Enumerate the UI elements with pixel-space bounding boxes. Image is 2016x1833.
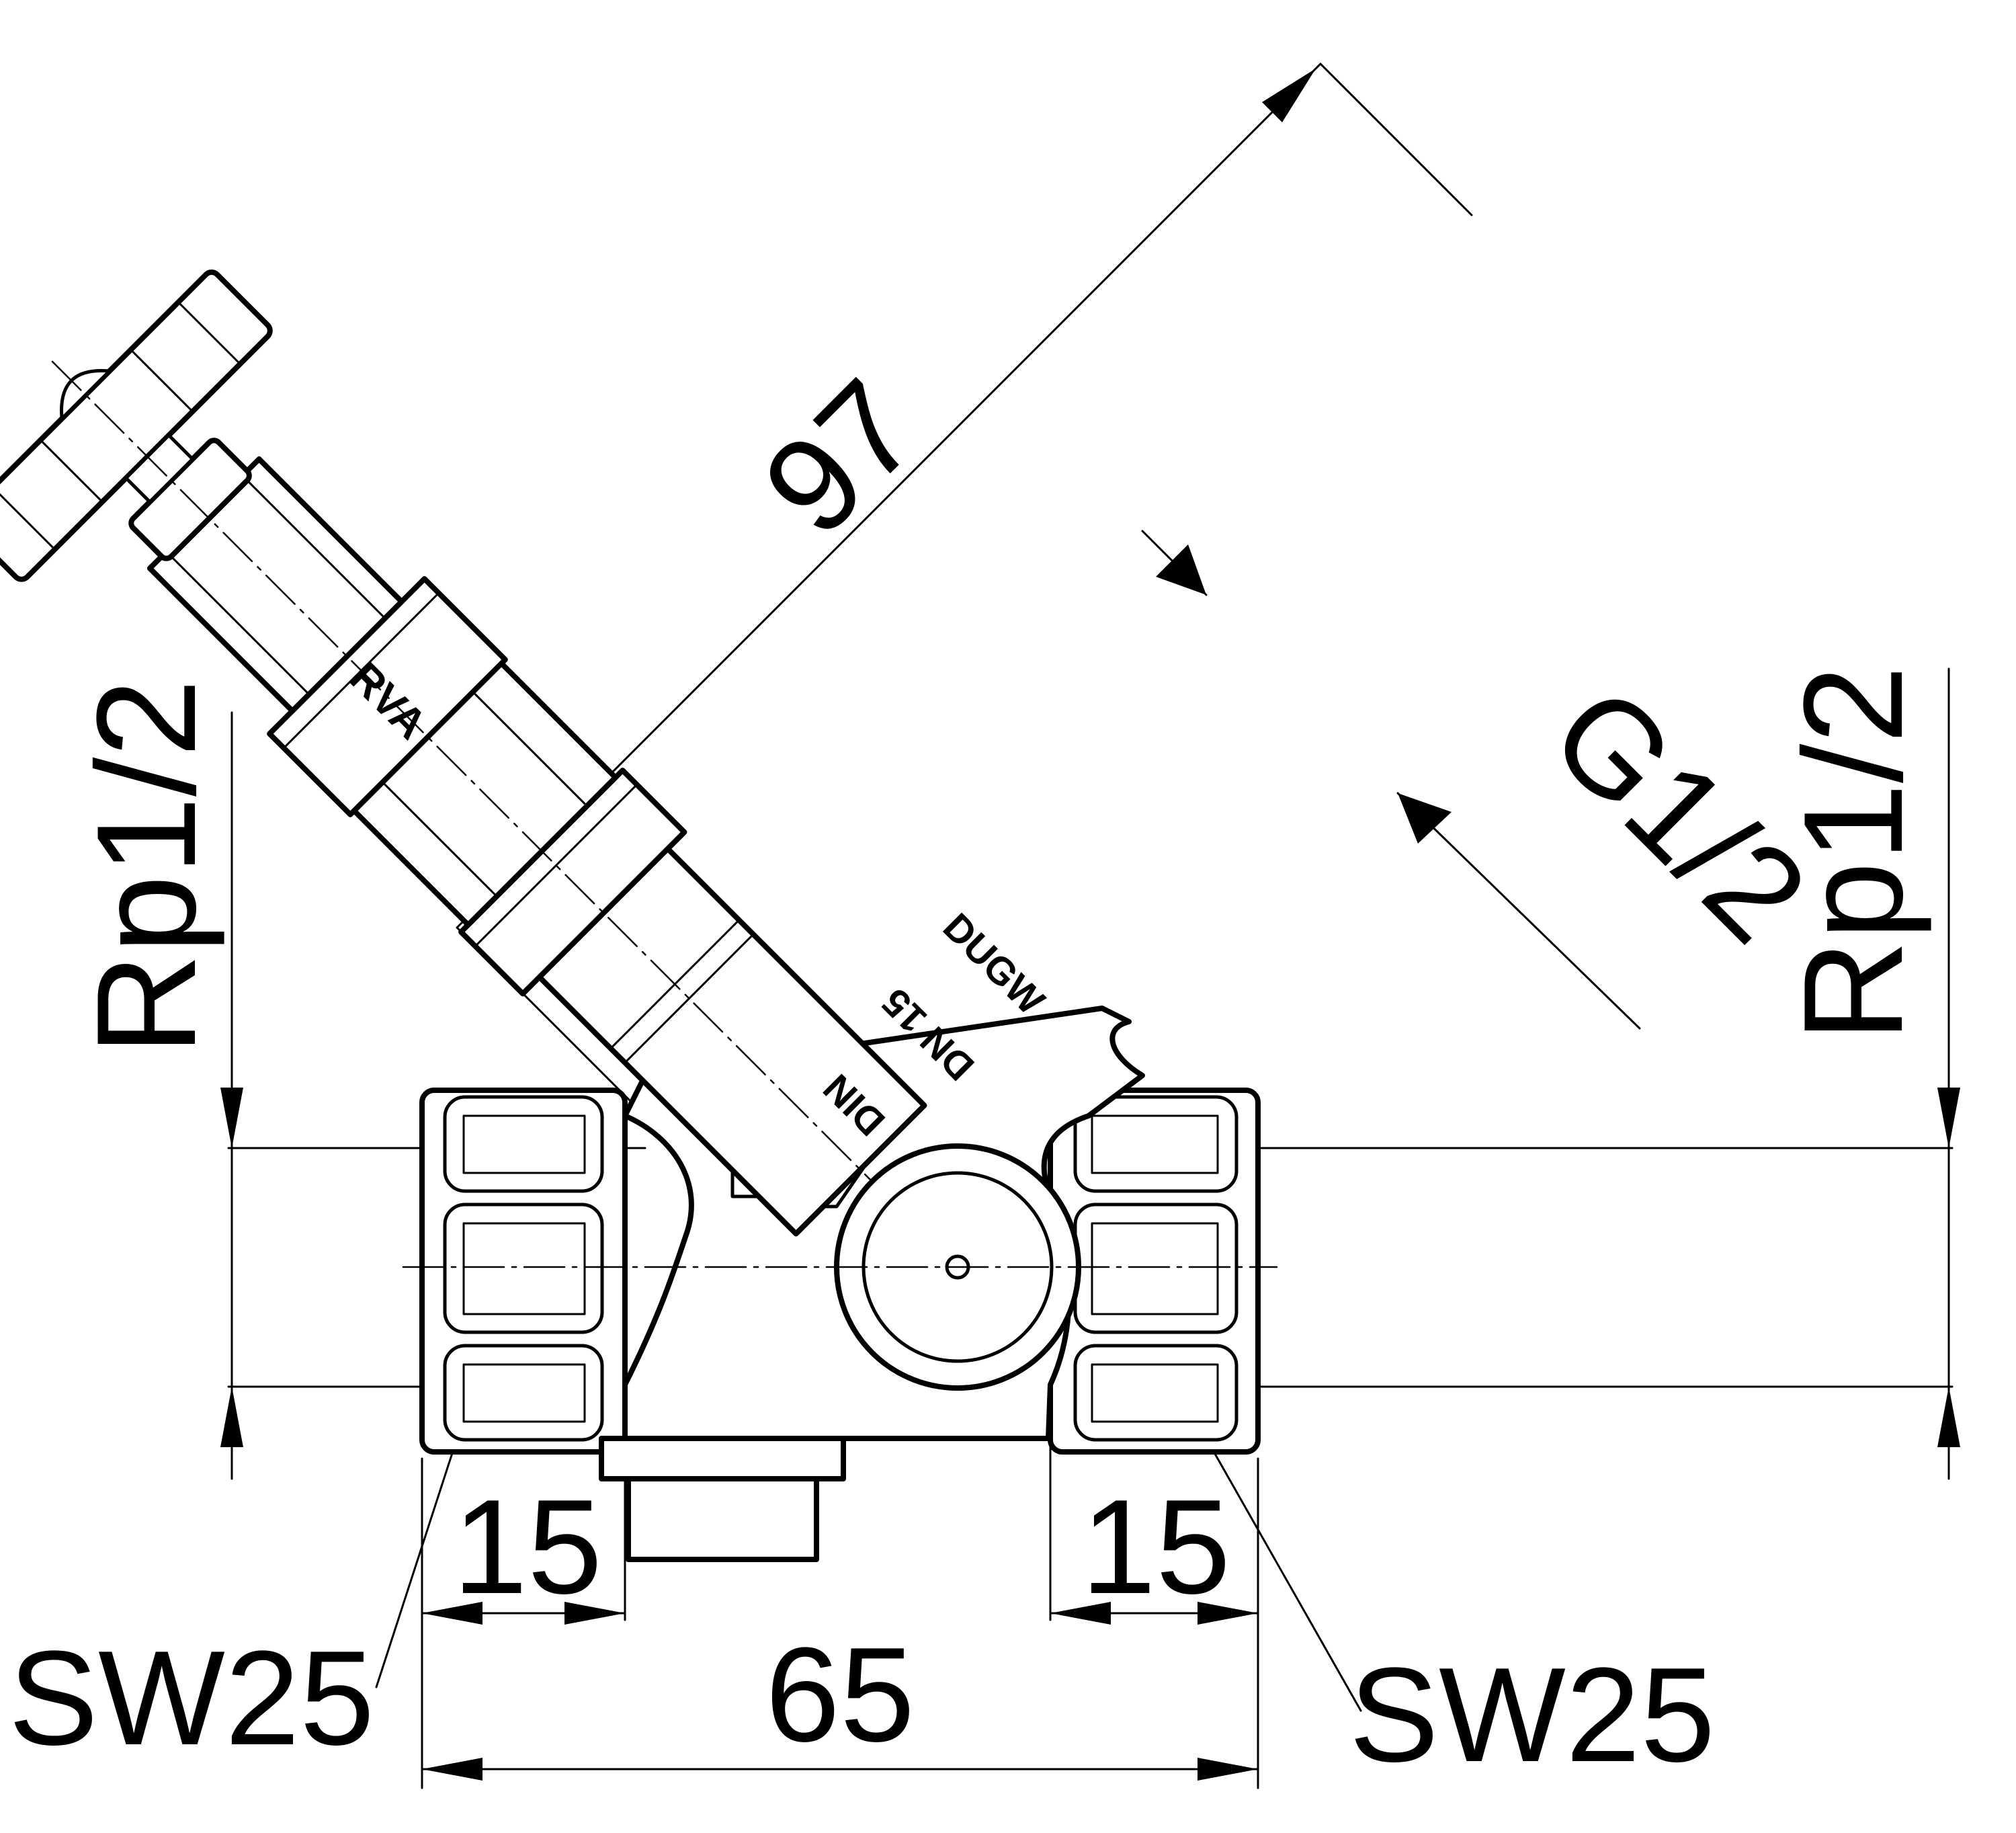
dim-sw25-right: SW25 (1349, 1640, 1716, 1790)
dim-97: 97 (735, 352, 947, 564)
dim-sw25-left: SW25 (9, 1623, 375, 1773)
dim-65: 65 (765, 1620, 915, 1770)
dim-15-left: 15 (453, 1472, 602, 1622)
dim-left-rp12: Rp1/2 (67, 679, 225, 1055)
dim-15-right: 15 (1081, 1472, 1230, 1622)
marking-dugw: DUGW (935, 905, 1053, 1023)
dim-right-rp12: Rp1/2 (1774, 665, 1932, 1042)
valve-bonnet: RVA (0, 270, 927, 1237)
